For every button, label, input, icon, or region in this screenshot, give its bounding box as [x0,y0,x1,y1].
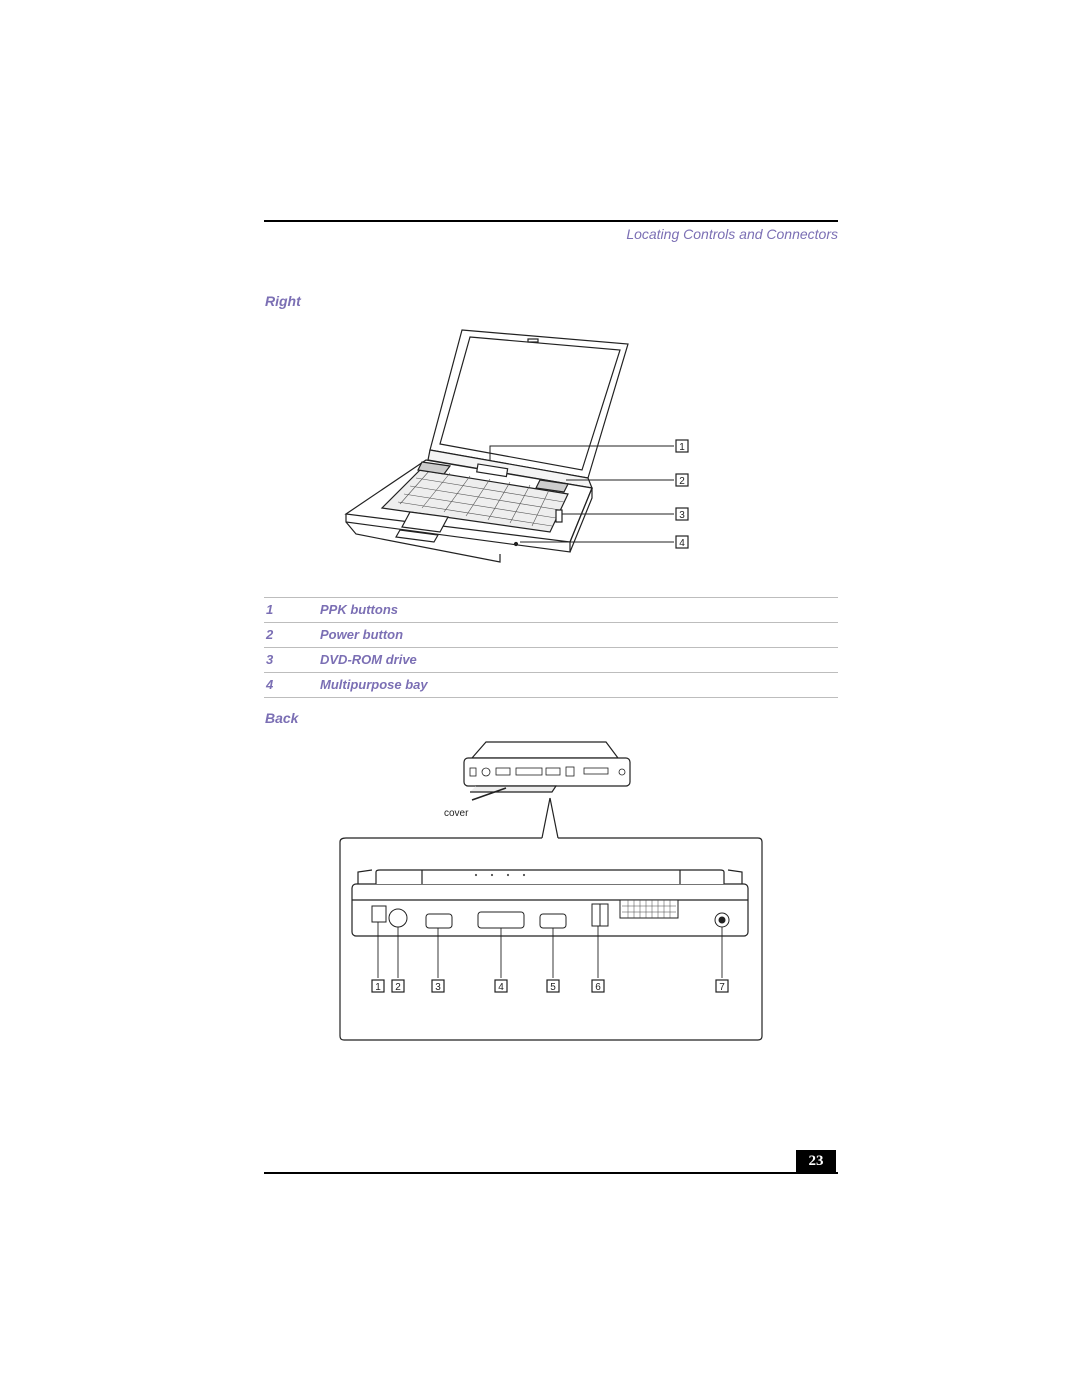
callout-label-7: 7 [719,982,725,993]
legend-number: 1 [266,602,274,617]
legend-number: 4 [266,677,274,692]
callout-box: 1 [371,979,385,993]
laptop-back-view-illustration: cover 1 2 3 4 [339,741,763,1041]
legend-label: PPK buttons [320,602,398,617]
callout-label-2: 2 [679,476,685,487]
callout-label-2: 2 [395,982,401,993]
legend-item: 4 Multipurpose bay [264,672,838,698]
legend-label: DVD-ROM drive [320,652,417,667]
legend-label: Power button [320,627,404,642]
callout-box: 1 [675,439,689,453]
section-heading-back: Back [265,710,299,726]
legend-label: Multipurpose bay [320,677,428,692]
callout-label-3: 3 [435,982,441,993]
callout-label-4: 4 [498,982,504,993]
footer-rule [264,1172,838,1174]
running-header: Locating Controls and Connectors [626,226,838,242]
legend-item: 3 DVD-ROM drive [264,647,838,672]
callout-box: 4 [675,535,689,549]
callout-box: 4 [494,979,508,993]
legend-item: 1 PPK buttons [264,597,838,622]
callout-label-6: 6 [595,982,601,993]
page-number: 23 [796,1150,836,1172]
legend-number: 3 [266,652,274,667]
section-heading-right: Right [265,293,301,309]
callout-label-4: 4 [679,538,685,549]
callout-box: 2 [391,979,405,993]
callout-box: 3 [675,507,689,521]
legend-number: 2 [266,627,274,642]
callout-label-1: 1 [375,982,381,993]
callout-box: 2 [675,473,689,487]
callout-box: 3 [431,979,445,993]
callout-legend-list: 1 PPK buttons 2 Power button 3 DVD-ROM d… [264,597,838,698]
cover-label: cover [444,808,469,819]
callout-label-5: 5 [550,982,556,993]
header-rule [264,220,838,222]
callout-label-1: 1 [679,442,685,453]
callout-box: 7 [715,979,729,993]
callout-label-3: 3 [679,510,685,521]
callout-box: 6 [591,979,605,993]
laptop-right-view-illustration: 1 2 3 4 [344,329,689,563]
legend-item: 2 Power button [264,622,838,647]
callout-box: 5 [546,979,560,993]
